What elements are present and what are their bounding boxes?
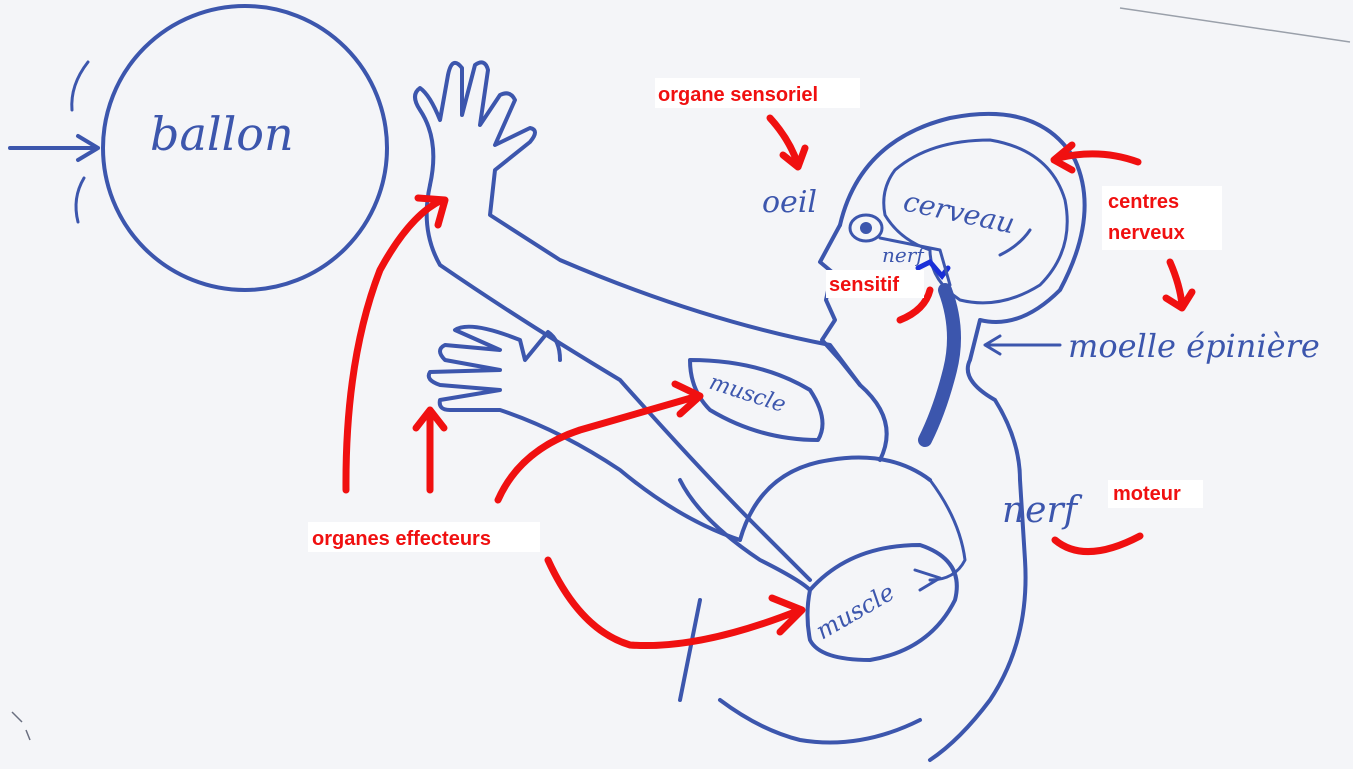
label-moteur: moteur	[1113, 483, 1181, 505]
label-organes-effecteurs: organes effecteurs	[312, 528, 491, 550]
ballon-text: ballon	[150, 107, 294, 161]
label-organe-sensoriel: organe sensoriel	[658, 84, 818, 106]
label-nerveux: nerveux	[1108, 222, 1185, 244]
oeil-text: oeil	[762, 185, 817, 220]
nerf-head-text: nerf	[882, 243, 927, 267]
nerf-body-text: nerf	[1002, 490, 1083, 531]
label-sensitif: sensitif	[829, 274, 899, 296]
moelle-text: moelle épinière	[1068, 327, 1320, 365]
label-centres: centres	[1108, 191, 1179, 213]
